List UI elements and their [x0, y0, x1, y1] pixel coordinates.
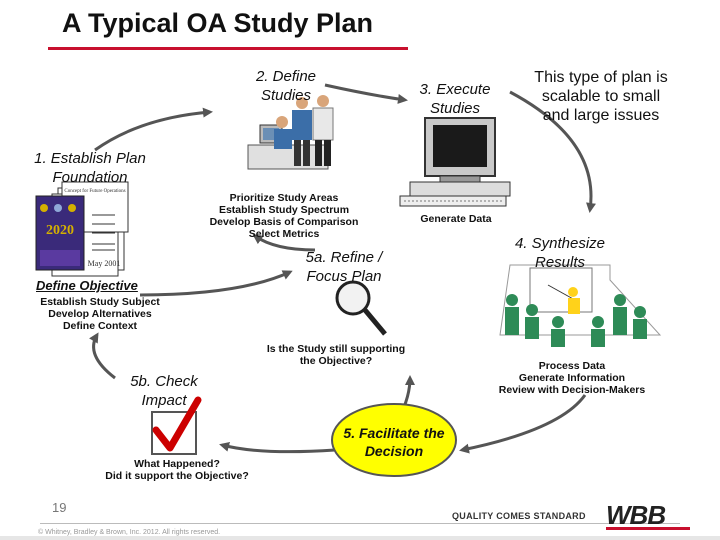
team-image	[247, 95, 334, 170]
impact-question-list: What Happened? Did it support the Object…	[92, 458, 262, 482]
document-cover-year: 2020	[46, 223, 74, 238]
step-refine-plan: 5a. Refine / Focus Plan	[305, 249, 383, 285]
arrow-impact-to-objective	[89, 332, 116, 380]
step-check-impact: 5b. Check Impact	[130, 373, 198, 409]
magnifying-glass-icon	[335, 280, 387, 336]
define-task: Select Metrics	[248, 228, 320, 240]
computer-image	[399, 117, 511, 207]
footer-divider	[40, 523, 680, 524]
arrow-execute-to-synthesize	[509, 90, 596, 213]
page-number: 19	[52, 500, 67, 515]
arrow-define-to-execute	[324, 83, 408, 104]
page-title: A Typical OA Study Plan	[62, 8, 374, 38]
arrow-synthesize-to-facilitate	[459, 394, 587, 454]
company-tagline: QUALITY COMES STANDARD	[452, 511, 586, 521]
document-date-label: May 2001	[88, 259, 121, 268]
step-facilitate-decision: 5. Facilitate the Decision	[343, 425, 445, 459]
step-execute-studies: 3. Execute Studies	[419, 81, 491, 117]
arrow-facilitate-to-impact	[219, 441, 336, 454]
objective-task: Develop Alternatives	[48, 308, 152, 320]
define-task: Establish Study Spectrum	[218, 204, 350, 216]
company-logo: WBB	[606, 500, 666, 530]
step-define-studies: 2. Define Studies	[255, 68, 317, 104]
define-task: Prioritize Study Areas	[229, 192, 339, 204]
checkmark-icon	[151, 396, 202, 455]
objective-task-list: Establish Study Subject Develop Alternat…	[30, 296, 170, 332]
objective-title: Define Objective	[36, 278, 138, 293]
synthesize-task: Process Data	[538, 360, 606, 372]
objective-task: Establish Study Subject	[40, 296, 160, 308]
define-task-list: Prioritize Study Areas Establish Study S…	[196, 192, 372, 240]
document-stack-image	[35, 181, 129, 277]
synthesize-task: Generate Information	[518, 372, 626, 384]
presentation-image	[499, 264, 662, 347]
arrow-objective-to-refine	[139, 270, 293, 297]
impact-question: What Happened?	[134, 458, 220, 470]
synthesize-task: Review with Decision-Makers	[498, 384, 646, 396]
copyright-text: © Whitney, Bradley & Brown, Inc. 2012. A…	[38, 529, 221, 536]
objective-task: Define Context	[62, 320, 138, 332]
bottom-strip	[0, 536, 720, 540]
document-cover-header: Concept for Future Operations	[64, 189, 125, 194]
step-synthesize-results: 4. Synthesize Results	[514, 235, 606, 271]
step-establish-plan: 1. Establish Plan Foundation	[34, 150, 146, 186]
scalable-note: This type of plan is scalable to small a…	[534, 69, 668, 124]
arrow-refine-to-define	[252, 234, 316, 252]
title-underline	[48, 47, 408, 50]
define-task: Develop Basis of Comparison	[209, 216, 359, 228]
execute-task-label: Generate Data	[420, 213, 492, 225]
synthesize-task-list: Process Data Generate Information Review…	[474, 360, 670, 396]
facilitate-oval	[331, 403, 457, 477]
arrow-establish-to-define	[94, 107, 213, 152]
impact-question: Did it support the Objective?	[105, 470, 249, 482]
objective-question: Is the Study still supporting the Object…	[266, 343, 406, 367]
